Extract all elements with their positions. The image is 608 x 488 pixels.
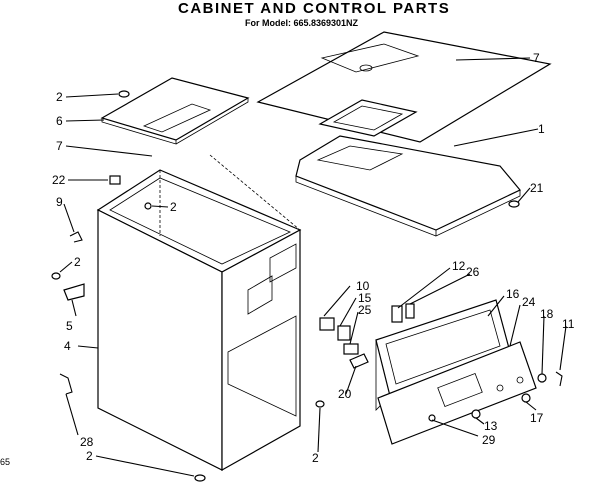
callout-4: 5: [66, 319, 73, 333]
part-22-clip: [109, 175, 121, 185]
part-2-screw-left: [51, 272, 61, 280]
part-2-screw-bottom: [194, 400, 325, 482]
callout-22: 22: [52, 173, 66, 187]
callout-18: 18: [540, 307, 554, 321]
callout-labels: 7 1 2 6 7 22 2 9 21 2 5 4 28 2 2 12 26 1…: [52, 51, 575, 465]
callout-21: 21: [530, 181, 544, 195]
callout-2-rim: 2: [170, 200, 177, 214]
callout-2-top: 2: [56, 90, 63, 104]
cabinet-body: [96, 154, 302, 472]
part-1-gasket-ring: [318, 99, 418, 137]
callout-16: 16: [506, 287, 520, 301]
callout-9: 9: [56, 195, 63, 209]
callout-2-bottom: 2: [86, 449, 93, 463]
part-7-top-panel: [256, 31, 552, 143]
part-12-26-switches: [391, 303, 415, 323]
callout-24: 24: [522, 295, 536, 309]
callout-15: 15: [358, 291, 372, 305]
callout-5: 6: [56, 114, 63, 128]
callout-2-left: 2: [74, 255, 81, 269]
callout-6: 7: [56, 139, 63, 153]
callout-12: 12: [452, 259, 466, 273]
callout-20: 20: [338, 387, 352, 401]
callout-7: 7: [533, 51, 540, 65]
part-28-leg: [59, 373, 73, 395]
callout-28: 28: [80, 435, 94, 449]
part-4-bracket: [63, 283, 85, 301]
callout-25: 25: [358, 303, 372, 317]
page-corner-mark: 65: [0, 457, 11, 467]
callout-2-bottom-right: 2: [312, 451, 319, 465]
callout-1: 1: [538, 122, 545, 136]
callout-13: 13: [484, 419, 498, 433]
callout-17: 17: [530, 411, 544, 425]
model-number: For Model: 665.8369301NZ: [245, 18, 359, 28]
callout-29: 29: [482, 433, 496, 447]
switch-components: [319, 317, 369, 369]
part-5-lid: [100, 77, 250, 145]
part-21-screw: [508, 200, 520, 208]
part-2-screw-top: [118, 90, 130, 98]
callout-10: 10: [356, 279, 370, 293]
diagram-title: CABINET AND CONTROL PARTS: [178, 0, 451, 17]
callout-26: 26: [466, 265, 480, 279]
callout-3: 4: [64, 339, 71, 353]
part-1-console-cover: [295, 135, 521, 237]
callout-11: 11: [562, 317, 575, 331]
part-9-clip: [69, 231, 83, 243]
leader-lines: [59, 57, 567, 477]
part-24-control-panel: [377, 341, 537, 445]
